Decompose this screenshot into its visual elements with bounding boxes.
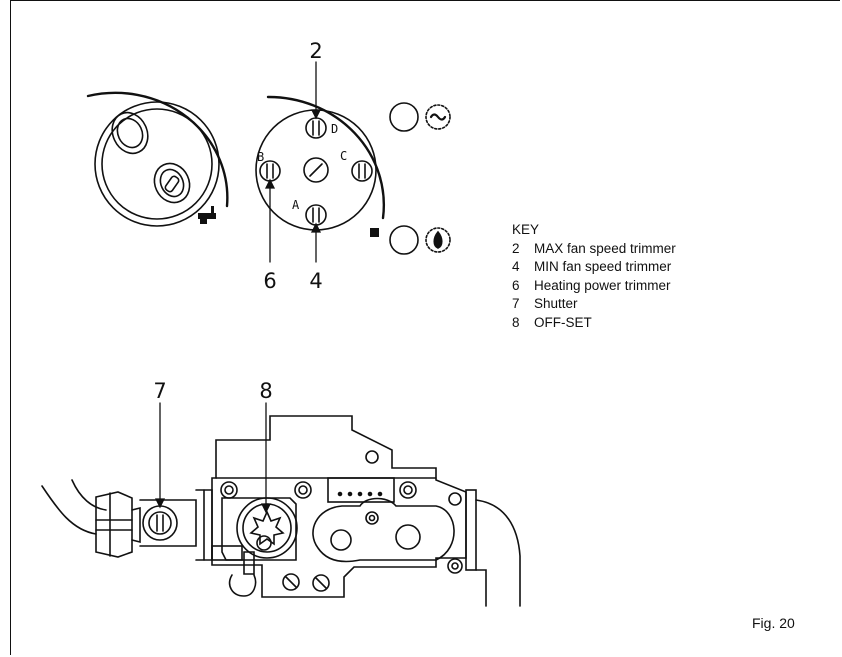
key-item-label: Shutter	[534, 296, 578, 312]
callout-6: 6	[263, 269, 276, 293]
figure-label: Fig. 20	[752, 615, 795, 631]
radiator-icon	[370, 228, 379, 237]
key-item-label: OFF-SET	[534, 314, 592, 330]
key-item-number: 8	[512, 314, 520, 330]
callout-7: 7	[153, 379, 166, 403]
key-item-number: 4	[512, 259, 520, 275]
key-item: 8 OFF-SET	[512, 314, 676, 333]
trimmer-min-a	[305, 204, 327, 226]
key-legend: KEY 2 MAX fan speed trimmer 4 MIN fan sp…	[512, 221, 676, 333]
trimmer-c	[351, 160, 373, 182]
trimmer-letter-a: A	[292, 198, 300, 212]
solenoid-bracket	[211, 545, 257, 597]
leader-arrows	[154, 61, 322, 514]
key-item: 7 Shutter	[512, 295, 676, 314]
pipe-nut	[95, 491, 141, 558]
key-item-label: Heating power trimmer	[534, 277, 671, 293]
dhw-control-knob	[86, 91, 229, 227]
connector-block	[327, 477, 395, 503]
outlet-flange	[465, 489, 521, 607]
indicator-lamp-fault	[389, 102, 451, 132]
key-item-label: MAX fan speed trimmer	[534, 240, 676, 256]
key-title: KEY	[512, 222, 540, 237]
trimmer-max-d	[305, 117, 327, 139]
key-item: 6 Heating power trimmer	[512, 277, 676, 296]
trimmer-center	[303, 157, 329, 183]
callout-2: 2	[309, 39, 322, 63]
callout-8: 8	[259, 379, 272, 403]
trimmer-letter-d: D	[331, 122, 338, 136]
shutter-fitting	[139, 489, 213, 561]
callout-4: 4	[309, 269, 322, 293]
tap-icon	[198, 206, 216, 224]
key-item-number: 2	[512, 240, 520, 256]
figure-frame	[10, 0, 840, 655]
bottom-screws	[282, 573, 330, 592]
inlet-pipe	[41, 479, 107, 535]
offset-adjuster	[221, 497, 298, 561]
trimmer-letter-b: B	[257, 150, 264, 164]
modulator-housing	[312, 497, 455, 563]
key-item-number: 7	[512, 296, 520, 312]
trimmer-letter-c: C	[340, 149, 347, 163]
key-item: 2 MAX fan speed trimmer	[512, 240, 676, 259]
key-item: 4 MIN fan speed trimmer	[512, 258, 676, 277]
key-item-label: MIN fan speed trimmer	[534, 259, 672, 275]
indicator-lamp-flame	[389, 225, 451, 255]
trimmer-heating-b	[259, 160, 281, 182]
key-item-number: 6	[512, 277, 520, 293]
valve-body	[211, 415, 467, 598]
